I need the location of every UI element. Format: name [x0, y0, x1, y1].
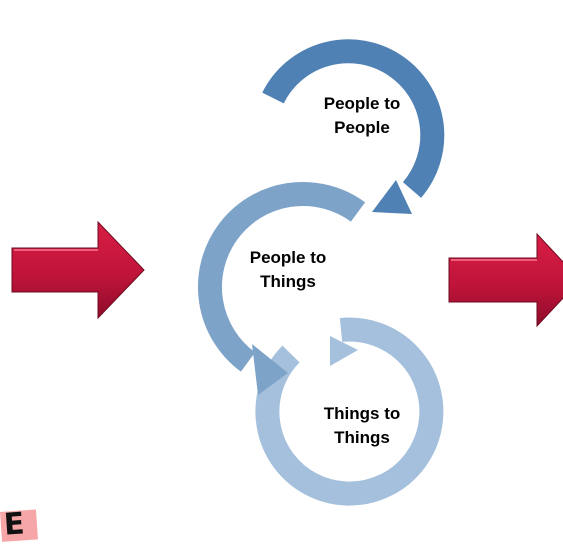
label-people-to-things: People to Things	[222, 246, 354, 294]
output-arrow	[448, 232, 563, 328]
sticky-note: E	[0, 509, 39, 542]
cycle-arc-people-to-people	[262, 39, 445, 198]
label-things-to-things-line2: Things	[334, 428, 390, 447]
cycle-things-to-things	[255, 317, 444, 506]
cycle-arc-people-to-things	[198, 182, 366, 372]
label-things-to-things-line1: Things to	[323, 404, 401, 423]
label-people-to-people: People to People	[300, 92, 424, 140]
label-people-to-people-line1: People to	[323, 94, 401, 113]
cycle-people-to-things	[198, 182, 366, 395]
label-people-to-things-line1: People to	[249, 248, 327, 267]
cycle-arc-things-to-things	[255, 317, 444, 506]
cycle-arrowhead-people-to-people	[372, 180, 412, 214]
cycle-people-to-people	[262, 39, 445, 214]
label-people-to-things-line2: Things	[260, 272, 316, 291]
label-people-to-people-line2: People	[334, 118, 390, 137]
label-things-to-things: Things to Things	[300, 402, 424, 450]
cycle-arrowhead-people-to-things	[252, 344, 288, 395]
sticky-note-letter: E	[2, 509, 26, 542]
input-arrow	[11, 220, 145, 320]
cycle-arrowhead-things-to-things	[330, 336, 358, 366]
